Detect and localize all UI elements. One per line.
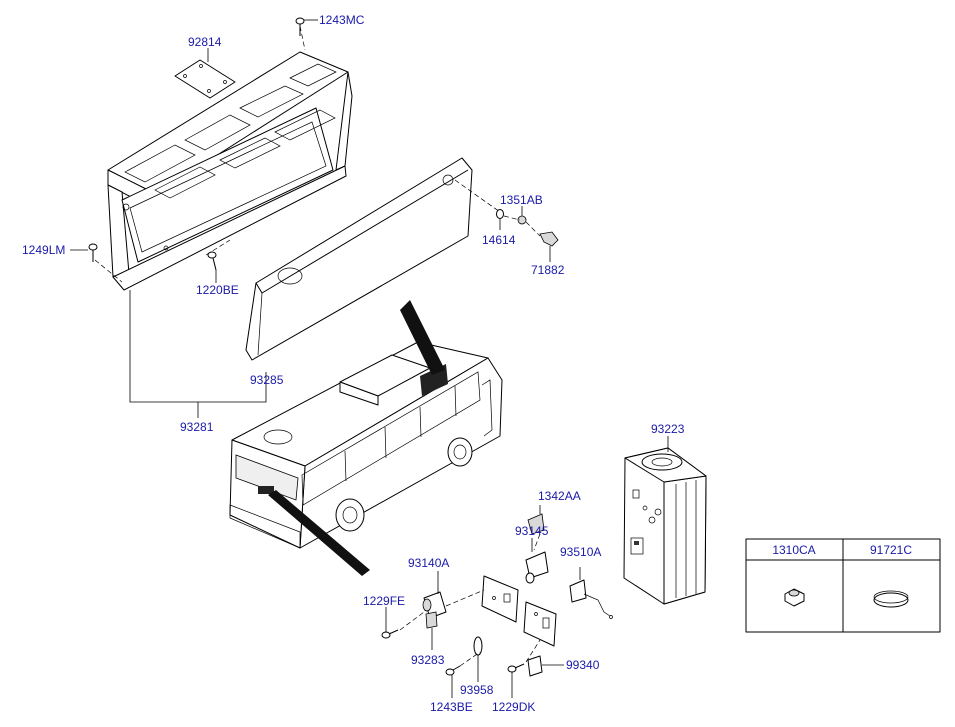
label-93958[interactable]: 93958	[460, 683, 494, 697]
label-92814[interactable]: 92814	[188, 35, 222, 49]
cover-panel-93285[interactable]	[245, 157, 501, 361]
switch-93510a[interactable]	[569, 567, 613, 619]
parts-table: 1310CA 91721C	[745, 538, 941, 633]
screw-1229fe[interactable]	[381, 607, 399, 639]
overhead-console-frame	[94, 25, 353, 291]
label-1243be[interactable]: 1243BE	[430, 700, 473, 714]
bracket-93283[interactable]	[425, 611, 438, 650]
cover-plate-92814[interactable]	[174, 59, 236, 99]
label-71882[interactable]: 71882	[531, 263, 565, 277]
screw-1243be[interactable]	[445, 665, 461, 698]
bus-illustration	[229, 300, 503, 576]
nut-1351ab[interactable]	[517, 206, 527, 225]
connector-99340[interactable]	[527, 655, 564, 677]
label-1220be[interactable]: 1220BE	[196, 283, 239, 297]
screw-1249lm[interactable]	[70, 243, 98, 262]
screw-1243mc[interactable]	[295, 17, 318, 36]
label-1249lm[interactable]: 1249LM	[22, 243, 65, 257]
label-14614[interactable]: 14614	[482, 233, 516, 247]
label-1243mc[interactable]: 1243MC	[319, 13, 365, 27]
label-1342aa[interactable]: 1342AA	[538, 489, 581, 503]
gasket-93958[interactable]	[473, 636, 483, 682]
nut-1310ca-icon	[784, 588, 805, 607]
label-93140a[interactable]: 93140A	[408, 556, 449, 570]
label-1351ab[interactable]: 1351AB	[500, 193, 543, 207]
table-header-91721c[interactable]: 91721C	[870, 543, 912, 557]
label-93510a[interactable]: 93510A	[560, 545, 601, 559]
control-box-93223[interactable]	[623, 436, 707, 605]
mounting-plate-right	[523, 601, 557, 647]
mounting-plate-left	[481, 575, 519, 623]
label-99340[interactable]: 99340	[566, 658, 600, 672]
label-93283[interactable]: 93283	[411, 653, 445, 667]
holder-93145[interactable]	[525, 538, 549, 584]
screw-1229dk[interactable]	[507, 663, 525, 698]
cap-91721c-icon	[873, 590, 909, 608]
lamp-93140a[interactable]	[422, 571, 447, 619]
clip-71882[interactable]	[539, 231, 559, 262]
washer-14614[interactable]	[496, 209, 504, 231]
label-93145[interactable]: 93145	[515, 524, 549, 538]
label-1229fe[interactable]: 1229FE	[363, 594, 405, 608]
screw-1220be[interactable]	[207, 251, 217, 283]
label-93281[interactable]: 93281	[180, 420, 214, 434]
bracket-1342aa[interactable]	[527, 505, 545, 535]
label-93285[interactable]: 93285	[250, 373, 284, 387]
table-header-1310ca[interactable]: 1310CA	[772, 543, 815, 557]
label-1229dk[interactable]: 1229DK	[492, 700, 535, 714]
label-93223[interactable]: 93223	[651, 422, 685, 436]
